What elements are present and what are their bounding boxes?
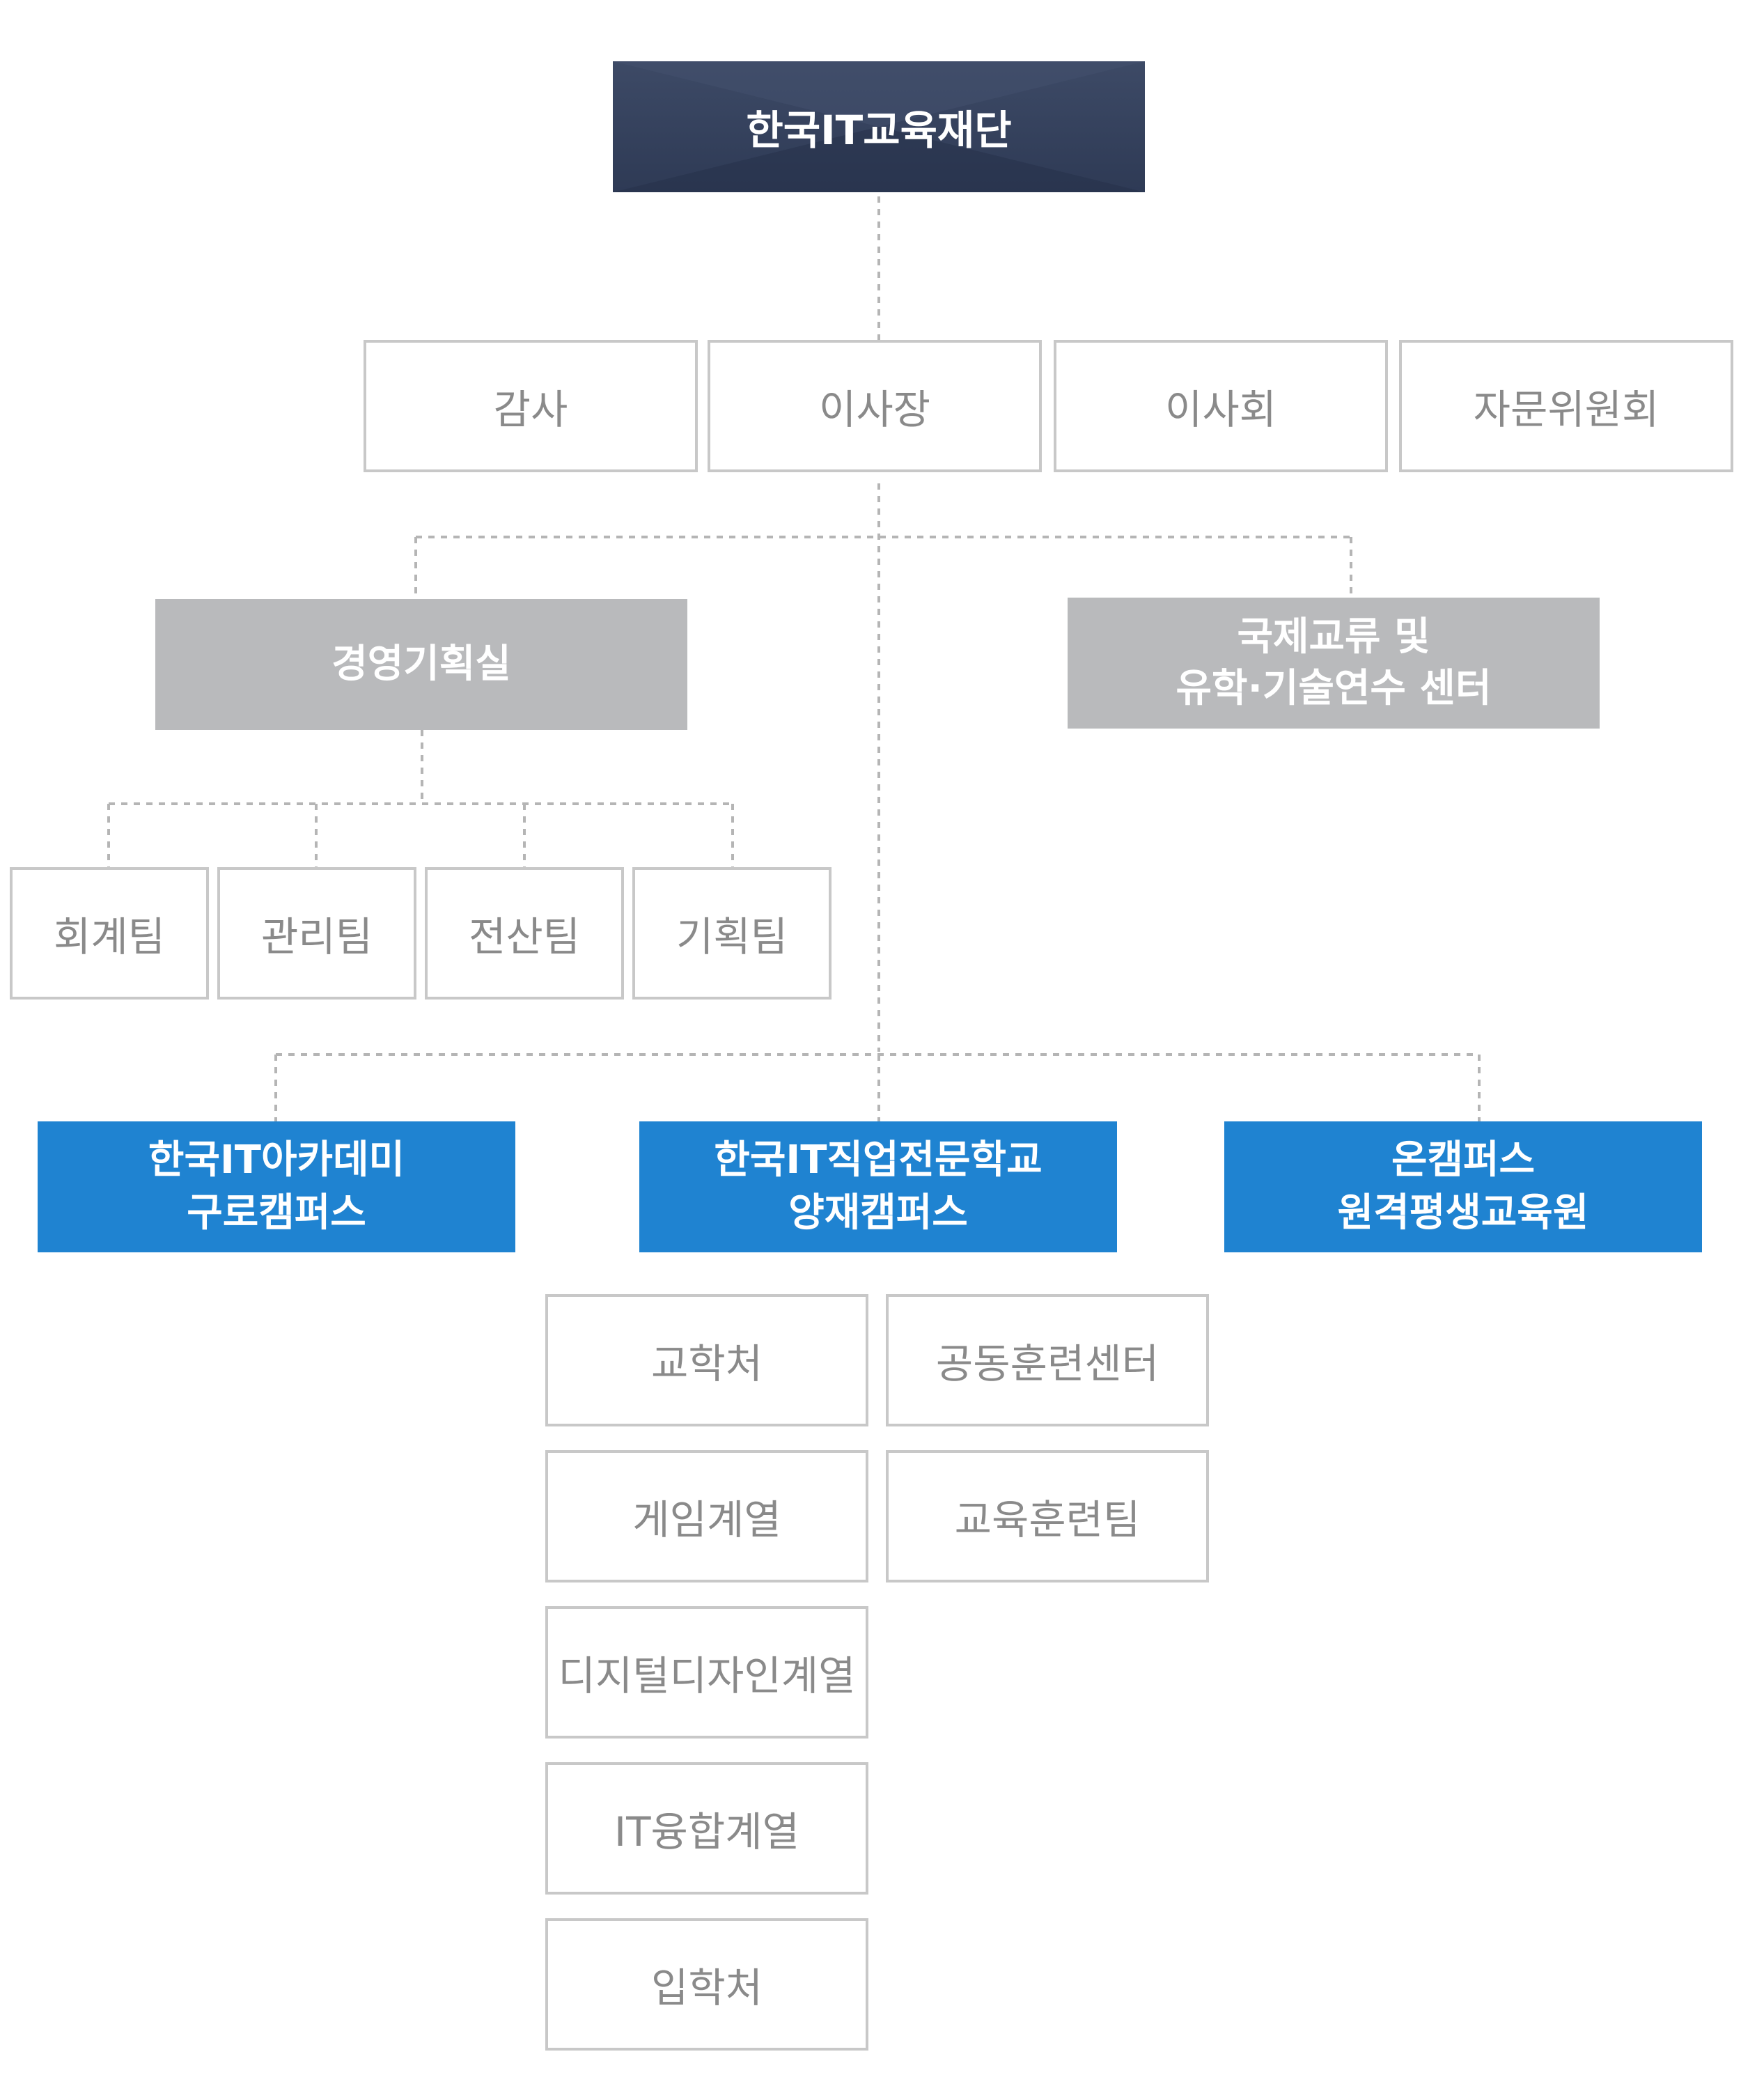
node-campus-guro: 한국IT아카데미 구로캠퍼스 xyxy=(38,1121,515,1252)
node-campus-guro-line-1: 한국IT아카데미 xyxy=(148,1137,405,1183)
node-management-office: 경영기획실 xyxy=(155,599,687,730)
node-academic-affairs: 교학처 xyxy=(545,1294,868,1426)
node-advisory-committee: 자문위원회 xyxy=(1399,340,1733,472)
node-board: 이사회 xyxy=(1054,340,1388,472)
node-team-accounting: 회계팀 xyxy=(10,867,209,1000)
node-team-planning: 기획팀 xyxy=(632,867,832,1000)
node-team-accounting-label: 회계팀 xyxy=(53,913,166,960)
root-label: 한국IT교육재단 xyxy=(746,107,1012,154)
node-management-office-label: 경영기획실 xyxy=(331,641,511,687)
node-international-center-line-2: 유학·기술연수 센터 xyxy=(1176,666,1492,711)
node-admissions-label: 입학처 xyxy=(650,1964,763,2012)
root-diagonal-pattern xyxy=(613,61,1145,192)
node-game-dept: 게임계열 xyxy=(545,1450,868,1582)
node-audit-label: 감사 xyxy=(493,386,568,433)
node-it-convergence-dept: IT융합계열 xyxy=(545,1762,868,1895)
node-advisory-committee-label: 자문위원회 xyxy=(1473,386,1660,433)
node-admissions: 입학처 xyxy=(545,1918,868,2051)
node-campus-yangjae-line-1: 한국IT직업전문학교 xyxy=(714,1137,1043,1183)
node-campus-online-line-1: 온캠퍼스 xyxy=(1391,1137,1536,1183)
node-chairman-label: 이사장 xyxy=(818,386,931,433)
node-campus-guro-line-2: 구로캠퍼스 xyxy=(187,1190,366,1236)
root-node: 한국IT교육재단 xyxy=(613,61,1145,192)
node-chairman: 이사장 xyxy=(708,340,1042,472)
node-joint-training-center-label: 공동훈련센터 xyxy=(935,1340,1160,1387)
node-game-dept-label: 게임계열 xyxy=(632,1496,781,1543)
node-team-admin-label: 관리팀 xyxy=(260,913,373,960)
node-audit: 감사 xyxy=(364,340,698,472)
node-international-center: 국제교류 및 유학·기술연수 센터 xyxy=(1068,598,1600,729)
node-team-it: 전산팀 xyxy=(425,867,624,1000)
node-team-admin: 관리팀 xyxy=(217,867,416,1000)
node-campus-yangjae: 한국IT직업전문학교 양재캠퍼스 xyxy=(639,1121,1117,1252)
node-international-center-line-1: 국제교류 및 xyxy=(1237,614,1430,660)
node-campus-online: 온캠퍼스 원격평생교육원 xyxy=(1224,1121,1702,1252)
node-team-it-label: 전산팀 xyxy=(468,913,581,960)
node-training-team-label: 교육훈련팀 xyxy=(954,1496,1141,1543)
node-campus-online-line-2: 원격평생교육원 xyxy=(1337,1190,1589,1236)
node-joint-training-center: 공동훈련센터 xyxy=(886,1294,1209,1426)
node-board-label: 이사회 xyxy=(1164,386,1277,433)
node-campus-yangjae-line-2: 양재캠퍼스 xyxy=(788,1190,968,1236)
node-training-team: 교육훈련팀 xyxy=(886,1450,1209,1582)
node-it-convergence-dept-label: IT융합계열 xyxy=(614,1808,799,1856)
node-academic-affairs-label: 교학처 xyxy=(650,1340,763,1387)
node-team-planning-label: 기획팀 xyxy=(676,913,788,960)
node-digital-design-dept-label: 디지털디자인계열 xyxy=(558,1652,856,1700)
node-digital-design-dept: 디지털디자인계열 xyxy=(545,1606,868,1739)
